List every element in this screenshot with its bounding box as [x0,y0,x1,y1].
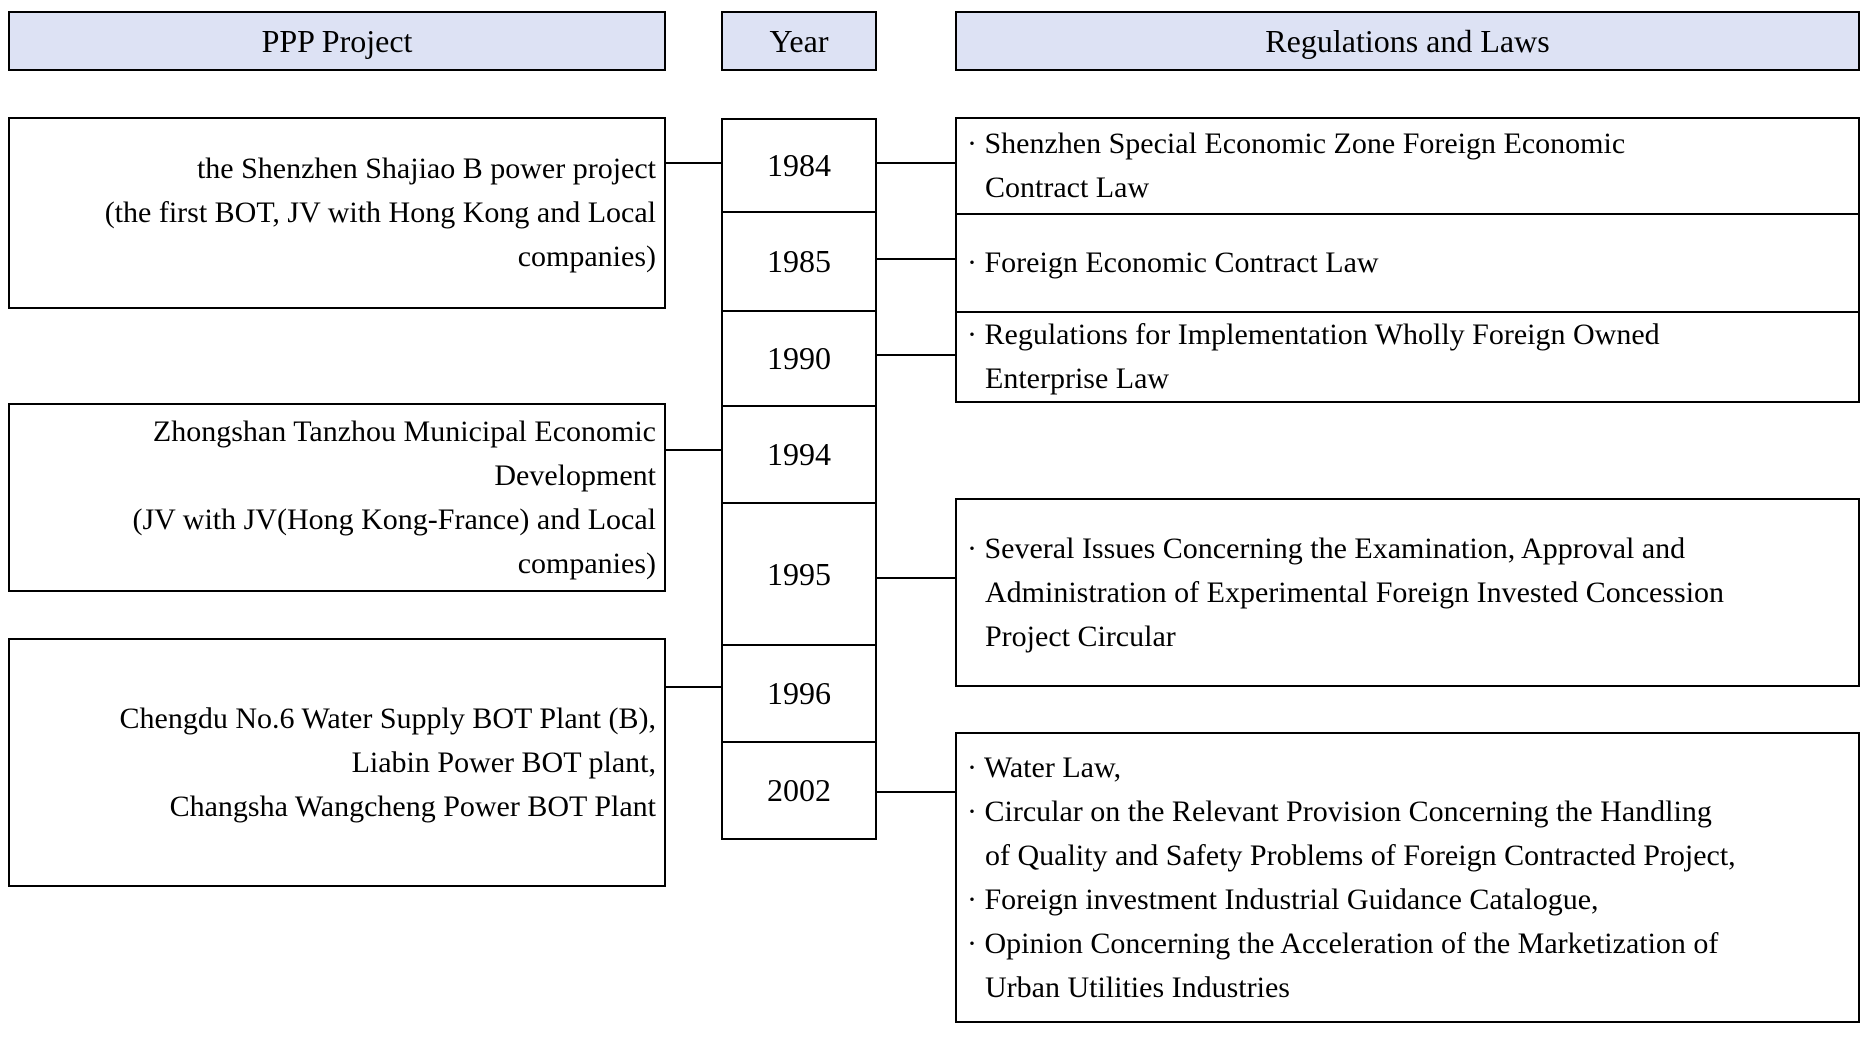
year-cell-1994: 1994 [723,407,875,504]
regulation-item: · Shenzhen Special Economic Zone Foreign… [967,126,1626,204]
year-cell-1995: 1995 [723,504,875,646]
connector-shenzhen-to-1984 [664,162,723,164]
project-text: Zhongshan Tanzhou Municipal Economic Dev… [132,414,657,580]
connector-1995-to-regulation [875,577,957,579]
regulation-box-1984: · Shenzhen Special Economic Zone Foreign… [957,119,1858,215]
connector-1990-to-regulation [875,354,957,356]
regulation-item: · Several Issues Concerning the Examinat… [967,531,1725,653]
year-header: Year [721,11,877,71]
year-cell-1984: 1984 [723,120,875,213]
regulation-item: · Foreign Economic Contract Law [967,245,1379,279]
regulation-box-1995: · Several Issues Concerning the Examinat… [955,498,1860,687]
project-box-chengdu-liabin-changsha: Chengdu No.6 Water Supply BOT Plant (B),… [8,638,666,887]
regulation-item: · Circular on the Relevant Provision Con… [967,794,1736,872]
connector-1984-to-regulation [875,162,957,164]
regulation-item: · Water Law, [967,750,1122,784]
connector-1985-to-regulation [875,258,957,260]
year-cell-1996: 1996 [723,646,875,743]
connector-chengdu-to-1996 [664,686,723,688]
project-text: the Shenzhen Shajiao B power project (th… [104,152,656,273]
connector-2002-to-regulation [875,791,957,793]
year-cell-1985: 1985 [723,213,875,312]
project-box-zhongshan-tanzhou: Zhongshan Tanzhou Municipal Economic Dev… [8,403,666,592]
year-cell-2002: 2002 [767,772,831,808]
project-box-shenzhen-shajiao: the Shenzhen Shajiao B power project (th… [8,117,666,309]
regulation-item: · Opinion Concerning the Acceleration of… [967,926,1719,1004]
regulation-box-2002: · Water Law, · Circular on the Relevant … [955,732,1860,1023]
regulations-header: Regulations and Laws [955,11,1860,71]
regulation-item: · Foreign investment Industrial Guidance… [967,882,1599,916]
year-cell-1990: 1990 [723,312,875,407]
regulation-box-1990: · Regulations for Implementation Wholly … [957,313,1858,401]
year-column: 1984 1985 1990 1994 1995 1996 2002 [721,118,877,840]
regulation-item: · Regulations for Implementation Wholly … [967,318,1660,395]
regulations-group-1984-1990: · Shenzhen Special Economic Zone Foreign… [955,117,1860,403]
connector-zhongshan-to-1994 [664,449,723,451]
regulation-box-1985: · Foreign Economic Contract Law [957,215,1858,313]
ppp-project-header: PPP Project [8,11,666,71]
project-text: Chengdu No.6 Water Supply BOT Plant (B),… [119,701,656,823]
